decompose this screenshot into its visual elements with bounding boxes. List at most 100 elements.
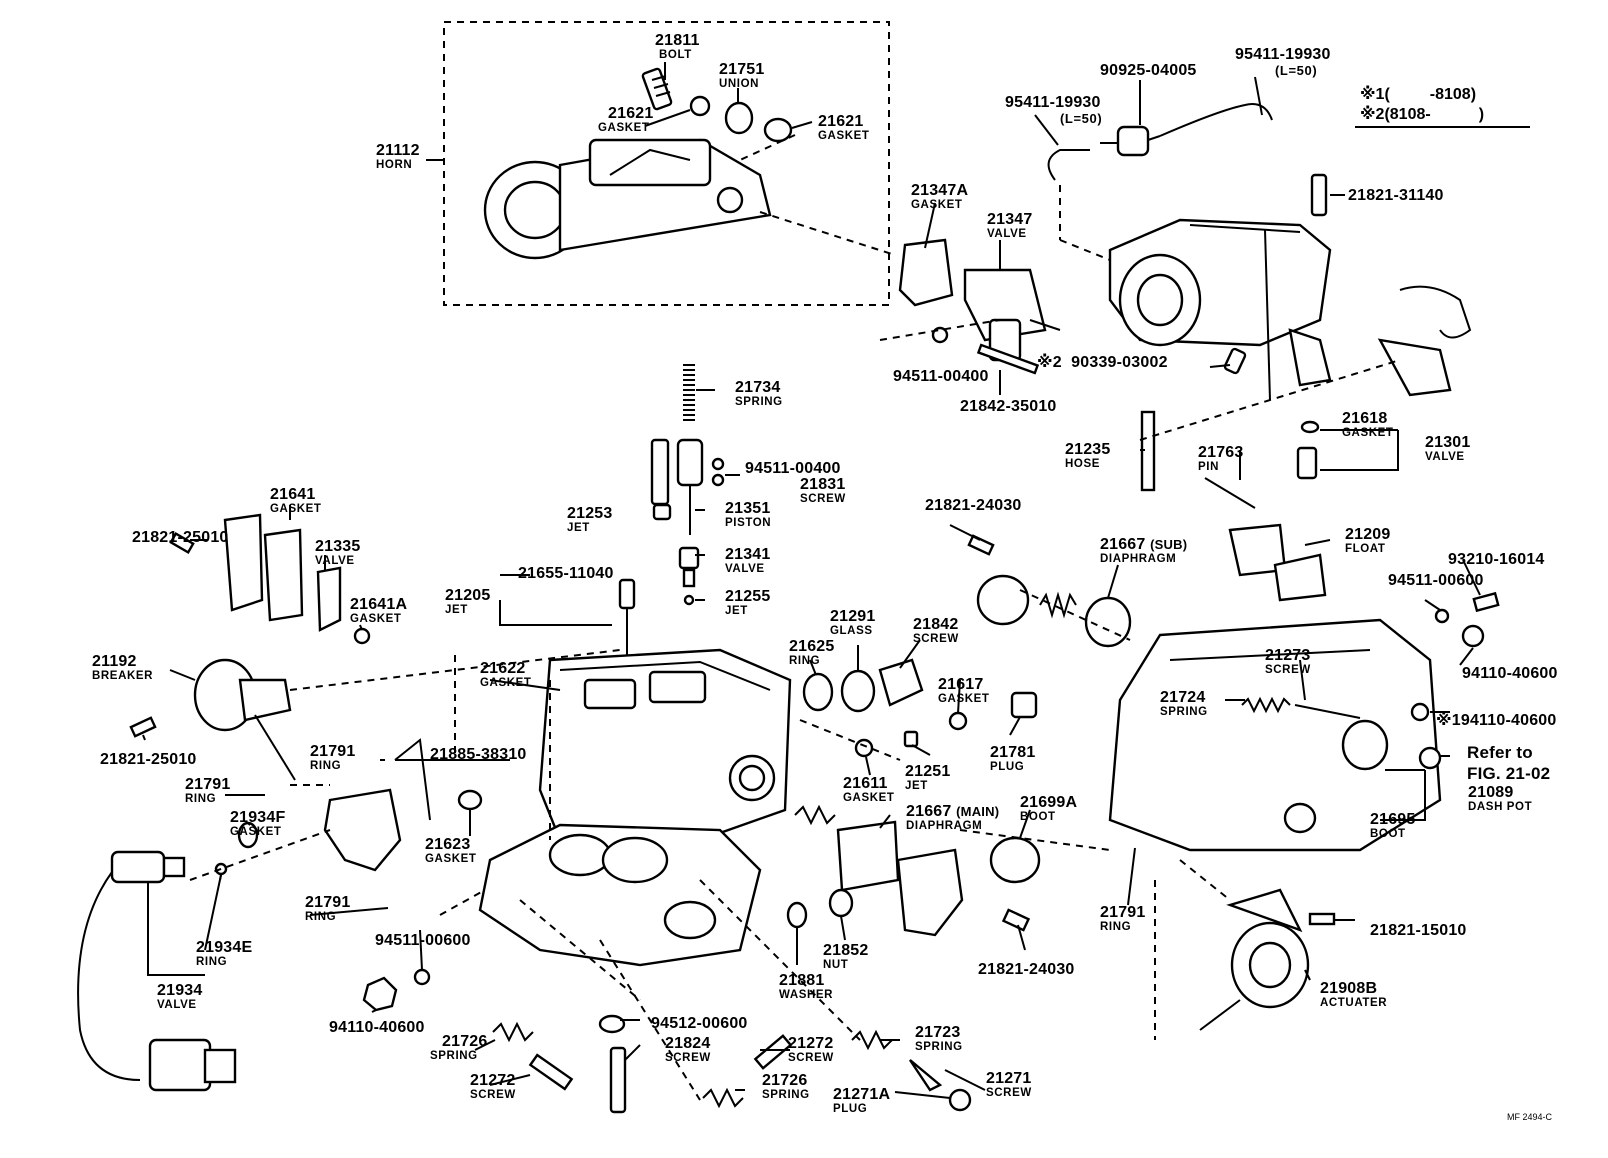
part-number: 21192	[92, 653, 137, 670]
refer-line-1: Refer to	[1467, 743, 1533, 762]
part-name: VALVE	[1425, 451, 1465, 463]
part-name: PLUG	[990, 761, 1025, 773]
label-95411-19930-right: 95411-19930(L=50)	[1235, 47, 1331, 78]
bolt-21811-part	[641, 67, 673, 111]
variant-mark: ※1	[1436, 712, 1461, 729]
part-number: 94511-00600	[375, 932, 471, 949]
legend-range-2: )	[1478, 106, 1485, 123]
part-number: 21763	[1198, 444, 1244, 461]
part-name: GASKET	[911, 199, 963, 211]
part-name: PIN	[1198, 461, 1219, 473]
part-number: 21824	[665, 1035, 711, 1052]
part-number: 21255	[725, 588, 771, 605]
part-number: 21209	[1345, 526, 1391, 543]
part-name: GASKET	[480, 677, 532, 689]
part-number: 90339-03002	[1071, 354, 1168, 371]
part-number: 21291	[830, 608, 876, 625]
gasket-21621-left	[689, 95, 711, 117]
part-name: BREAKER	[92, 670, 154, 682]
spring-21724-part	[1241, 696, 1291, 714]
horn-assembly-frame	[443, 21, 890, 306]
label-94511-00400-top: 94511-00400	[893, 369, 989, 385]
part-name: SPRING	[762, 1089, 810, 1101]
part-number: 21908B	[1320, 980, 1378, 997]
boot-21699A-part	[989, 836, 1041, 884]
valve-21301-part	[1296, 420, 1320, 480]
carburetor-air-horn-part	[1108, 218, 1332, 401]
part-number: 21251	[905, 763, 951, 780]
part-number: 21253	[567, 505, 613, 522]
cover-21842-part	[878, 658, 924, 707]
part-number: 21852	[823, 942, 869, 959]
ring-21625-part	[802, 672, 834, 712]
part-tag: (SUB)	[1150, 537, 1188, 552]
part-number: 21667	[1100, 536, 1146, 553]
spring-21726-upper	[492, 1021, 534, 1043]
part-name: DIAPHRAGM	[906, 820, 983, 832]
actuator-21908B-part	[1199, 888, 1310, 1031]
bolt-21821-31140-part	[1310, 173, 1328, 217]
part-name: VALVE	[157, 999, 197, 1011]
spring-21734-part	[683, 364, 695, 421]
part-number: 21821-31140	[1348, 187, 1444, 204]
part-name: SPRING	[430, 1050, 478, 1062]
nut-94110-40600-lower	[362, 976, 398, 1012]
part-name: RING	[196, 956, 228, 968]
bolt-21821-15010-part	[1308, 912, 1336, 926]
part-number: 21655-11040	[518, 565, 614, 582]
screw-21273-part	[1294, 704, 1361, 719]
part-number: 21934	[157, 982, 203, 999]
part-name: GASKET	[843, 792, 895, 804]
part-number: 21271	[986, 1070, 1032, 1087]
jet-rod-part	[650, 438, 670, 506]
hose-95411-left	[1047, 149, 1090, 181]
part-90339-03002	[1223, 347, 1247, 375]
nut-21852-part	[828, 888, 854, 918]
label-94512-00600: 94512-00600	[651, 1016, 748, 1032]
hose-95411-right	[1159, 103, 1273, 137]
part-name: RING	[310, 760, 342, 772]
jet-21251-part	[903, 730, 919, 748]
part-number: 94511-00400	[893, 368, 989, 385]
label-21667-sub-diaphragm: 21667 (SUB)DIAPHRAGM	[1100, 537, 1187, 566]
part-number: 21351	[725, 500, 771, 517]
part-name: VALVE	[725, 563, 765, 575]
washer-94511-00600-right	[1434, 608, 1450, 624]
label-90925-04005: 90925-04005	[1100, 63, 1197, 79]
air-horn-part	[483, 138, 772, 260]
label-21842-35010: 21842-35010	[960, 399, 1057, 415]
spring-21726-lower	[702, 1087, 744, 1109]
label-21821-31140: 21821-31140	[1348, 188, 1444, 204]
part-number: 21641A	[350, 596, 408, 613]
part-number: 94511-00600	[1388, 572, 1484, 589]
part-name: GASKET	[1342, 427, 1394, 439]
part-number: 21934E	[196, 939, 253, 956]
part-name: HOSE	[1065, 458, 1100, 470]
part-number: 93210-16014	[1448, 551, 1545, 568]
part-tag: (MAIN)	[956, 804, 1000, 819]
